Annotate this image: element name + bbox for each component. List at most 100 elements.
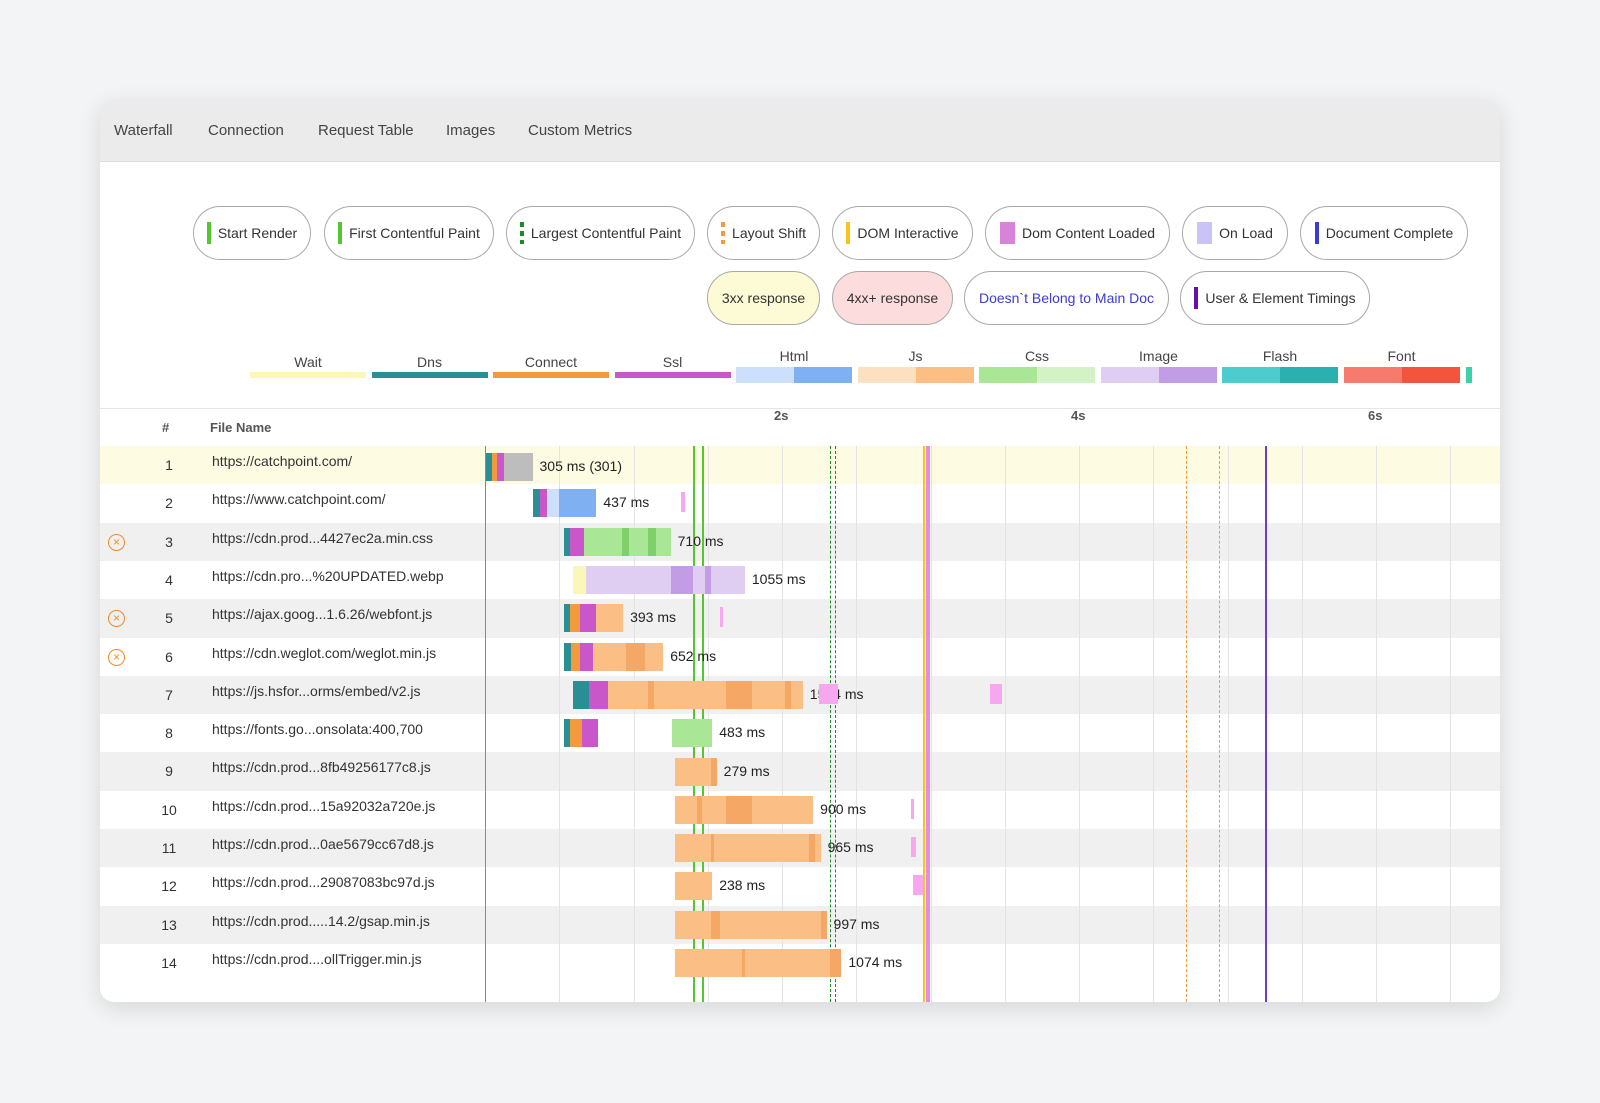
tab-custom-metrics[interactable]: Custom Metrics	[528, 122, 633, 139]
file-name[interactable]: https://cdn.prod...4427ec2a.min.css	[212, 529, 434, 546]
legend-swatch-overflow	[1466, 367, 1472, 383]
bar-segment	[741, 949, 745, 978]
file-name[interactable]: https://cdn.prod...15a92032a720e.js	[212, 797, 436, 814]
file-name[interactable]: https://ajax.goog...1.6.26/webfont.js	[212, 606, 433, 623]
bar-segment	[829, 949, 842, 978]
bar-segment	[569, 527, 585, 556]
duration-label: 305 ms (301)	[539, 458, 622, 475]
marker-label: Layout Shift	[732, 225, 806, 241]
grid-line	[1301, 446, 1303, 1002]
user-element-timings[interactable]: User & Element Timings	[1180, 271, 1370, 325]
largest-contentful-paint-line	[829, 446, 831, 1002]
timing-mark	[989, 683, 1002, 704]
bar-segment	[621, 527, 630, 556]
layout-shift-line	[1185, 446, 1187, 1002]
file-name[interactable]: https://fonts.go...onsolata:400,700	[212, 721, 423, 738]
response-3xx[interactable]: 3xx response	[707, 271, 820, 325]
timeline-tick: 6s	[1368, 408, 1383, 423]
legend-swatch-html	[794, 367, 852, 383]
error-icon[interactable]: ×	[108, 533, 125, 551]
row-number: 12	[161, 878, 177, 895]
document-complete-swatch	[1314, 222, 1319, 244]
tab-images[interactable]: Images	[446, 122, 496, 139]
largest-contentful-paint-line	[835, 446, 837, 1002]
bar-segment	[725, 680, 753, 709]
legend-label-ssl: Ssl	[662, 354, 683, 370]
file-name[interactable]: https://cdn.prod...0ae5679cc67d8.js	[212, 836, 434, 852]
table-row[interactable]: 8 https://fonts.go...onsolata:400,700	[100, 714, 1500, 754]
marker-dom-interactive[interactable]: DOM Interactive	[832, 206, 973, 260]
file-name[interactable]: https://cdn.prod...29087083bc97d.js	[212, 874, 435, 891]
grid-line	[782, 446, 783, 1002]
waterfall-panel: Waterfall Connection Request Table Image…	[100, 100, 1500, 1002]
bar-segment	[675, 757, 717, 786]
legend-swatch-js	[857, 367, 916, 383]
row-number: 2	[165, 495, 173, 512]
bar-segment	[588, 680, 609, 709]
response-label: 4xx+ response	[846, 290, 939, 306]
bar-segment	[572, 680, 589, 709]
table-row[interactable]: 9 https://cdn.prod...8fb49256177c8.js	[100, 752, 1500, 792]
marker-on-load[interactable]: On Load	[1182, 206, 1288, 260]
legend-swatch-font	[1343, 367, 1402, 383]
row-number: 8	[165, 725, 173, 742]
grid-line	[559, 446, 561, 1002]
bar-segment	[710, 910, 720, 939]
tab-connection[interactable]: Connection	[208, 122, 284, 139]
marker-largest-contentful-paint[interactable]: Largest Contentful Paint	[506, 206, 695, 260]
bar-segment	[710, 757, 717, 786]
legend-swatch-css	[979, 367, 1037, 383]
bar-segment	[572, 566, 586, 595]
legend-swatch-ssl	[614, 372, 731, 378]
file-name[interactable]: https://cdn.pro...%20UPDATED.webp	[212, 567, 444, 584]
bar-segment	[648, 527, 656, 556]
table-row[interactable]: 4 https://cdn.pro...%20UPDATED.webp	[100, 560, 1500, 600]
duration-label: 997 ms	[833, 915, 880, 932]
file-name[interactable]: https://cdn.prod....ollTrigger.min.js	[212, 950, 422, 967]
legend-swatch-dns	[371, 372, 488, 378]
response-label: User & Element Timings	[1205, 290, 1356, 306]
file-name[interactable]: https://cdn.prod...8fb49256177c8.js	[212, 759, 431, 776]
timing-mark	[719, 607, 723, 628]
bar-segment	[563, 719, 570, 748]
duration-label: 652 ms	[670, 647, 717, 664]
marker-label: Start Render	[217, 225, 298, 241]
bar-segment	[626, 642, 646, 671]
response-4xx[interactable]: 4xx+ response	[832, 271, 953, 325]
grid-line	[1376, 446, 1377, 1002]
file-name[interactable]: https://js.hsfor...orms/embed/v2.js	[212, 682, 421, 699]
error-icon[interactable]: ×	[108, 648, 125, 666]
error-icon[interactable]: ×	[108, 610, 125, 628]
marker-document-complete[interactable]: Document Complete	[1300, 206, 1468, 260]
row-number: 7	[165, 686, 173, 703]
file-name[interactable]: https://cdn.prod.....14.2/gsap.min.js	[212, 912, 430, 929]
legend-swatch-css	[1037, 367, 1095, 383]
bar-segment	[569, 604, 581, 633]
marker-label: Dom Content Loaded	[1021, 225, 1156, 241]
marker-label: DOM Interactive	[857, 225, 959, 241]
row-number: 9	[165, 763, 173, 780]
tab-waterfall[interactable]: Waterfall	[114, 122, 173, 139]
bar-segment	[580, 642, 594, 671]
bar-segment	[504, 453, 533, 482]
bar-segment	[648, 680, 655, 709]
bar-segment	[496, 453, 505, 482]
file-name[interactable]: https://catchpoint.com/	[212, 453, 353, 469]
file-name[interactable]: https://www.catchpoint.com/	[212, 491, 386, 508]
row-number: 4	[165, 571, 173, 588]
legend-label-flash: Flash	[1262, 348, 1298, 364]
table-row[interactable]: 2 https://www.catchpoint.com/	[100, 484, 1500, 524]
tab-request-table[interactable]: Request Table	[318, 122, 414, 139]
bar-segment	[563, 604, 570, 633]
marker-first-contentful-paint[interactable]: First Contentful Paint	[324, 206, 494, 260]
marker-dom-content-loaded[interactable]: Dom Content Loaded	[985, 206, 1170, 260]
table-row[interactable]: 12 https://cdn.prod...29087083bc97d.js	[100, 867, 1500, 907]
marker-layout-shift[interactable]: Layout Shift	[707, 206, 820, 260]
file-name[interactable]: https://cdn.weglot.com/weglot.min.js	[212, 644, 437, 661]
response-not-main-doc[interactable]: Doesn`t Belong to Main Doc	[964, 271, 1169, 325]
marker-start-render[interactable]: Start Render	[193, 206, 311, 260]
